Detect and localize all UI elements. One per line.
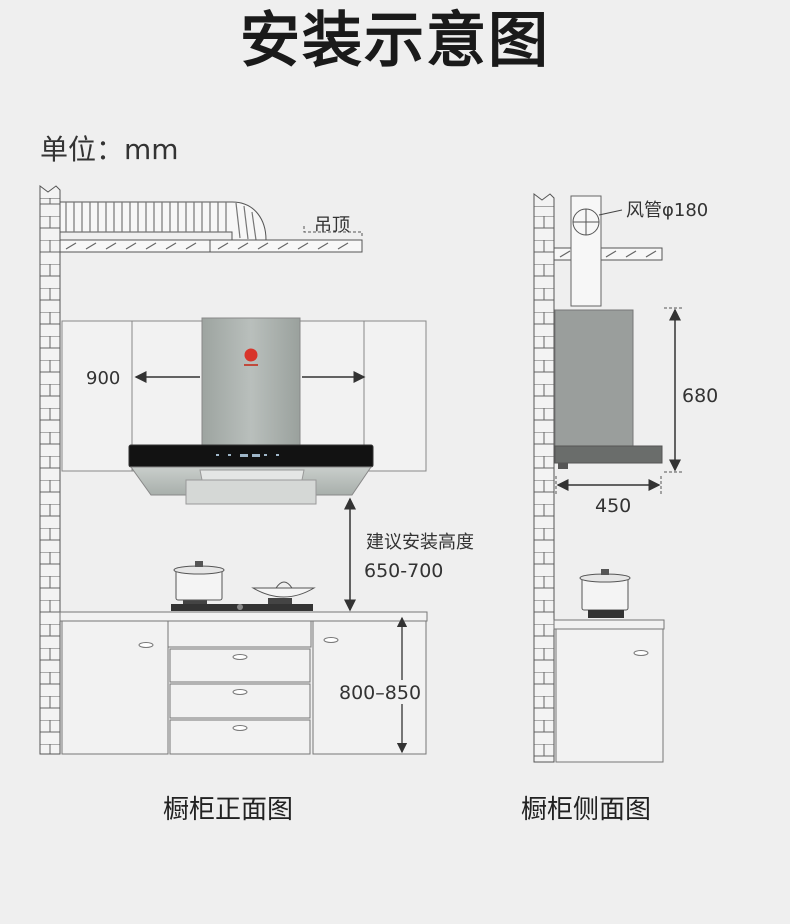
side-ceiling-slab (553, 247, 663, 261)
page-title: 安装示意图 (240, 6, 550, 76)
front-wall (39, 197, 61, 755)
side-view: 风管φ180 680 450 橱柜侧面图 (521, 193, 718, 825)
brand-logo (244, 348, 258, 362)
ceiling-label: 吊顶 (314, 215, 350, 236)
hood-height-label: 680 (682, 385, 718, 407)
unit-label: 单位：mm (40, 133, 179, 166)
side-wall (533, 205, 555, 763)
ceiling-slab (59, 226, 363, 253)
side-pot (579, 569, 631, 618)
front-view-caption: 橱柜正面图 (163, 795, 293, 825)
front-view: 吊顶 900 建议安 (39, 185, 474, 825)
install-height-label: 建议安装高度 (366, 532, 474, 553)
wall-break-mark (533, 193, 555, 206)
width-label: 900 (86, 368, 120, 389)
side-duct (570, 195, 623, 307)
duct-label: 风管φ180 (626, 200, 708, 221)
hood-depth-label: 450 (595, 495, 631, 517)
wok (251, 581, 316, 598)
counter-height-label: 800–850 (339, 682, 421, 704)
flexible-duct (59, 201, 267, 241)
range-hood-side (554, 309, 663, 469)
wall-break-mark (39, 185, 61, 198)
side-view-caption: 橱柜侧面图 (521, 795, 651, 825)
cabinet-handles (138, 637, 339, 731)
touch-panel-lights (216, 454, 279, 457)
side-base-cabinet (553, 619, 665, 763)
range-hood-front (128, 317, 374, 505)
cooking-pot (173, 561, 225, 601)
gas-stove (171, 598, 313, 611)
base-cabinets (59, 611, 428, 755)
install-height-value: 650-700 (364, 560, 443, 582)
